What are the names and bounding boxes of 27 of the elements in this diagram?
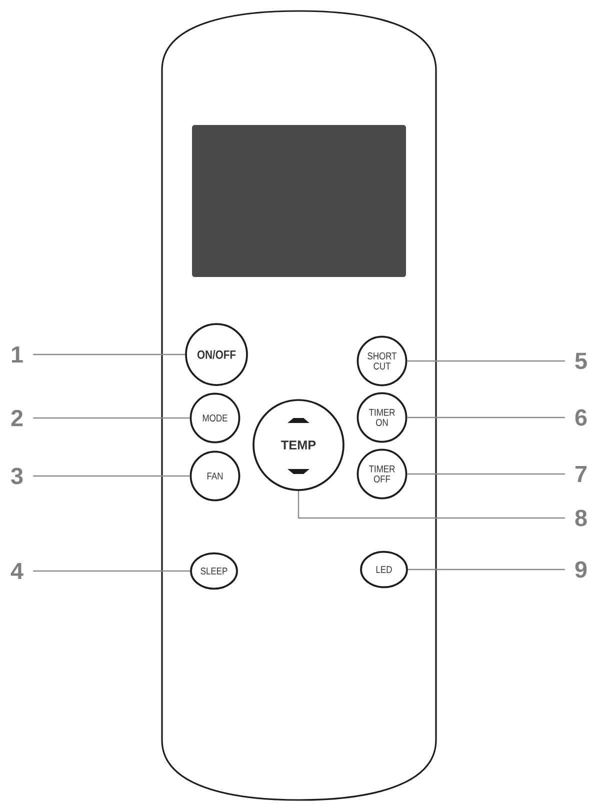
leader-line [408, 568, 565, 570]
leader-line [407, 360, 565, 362]
round-button: TIMER OFF [356, 448, 408, 500]
round-button: TEMP [252, 399, 344, 491]
oval-button: SLEEP [190, 552, 238, 590]
callout-number: 8 [575, 510, 587, 526]
callout-number: 7 [576, 466, 586, 482]
callout-number: 1 [12, 346, 23, 363]
leader-line [407, 473, 565, 475]
round-button: ON/OFF [185, 323, 248, 386]
round-button: MODE [190, 392, 240, 444]
leader-line [33, 475, 190, 477]
callout-number: 3 [11, 468, 23, 484]
callout-number: 5 [575, 352, 587, 370]
leader-line [33, 417, 190, 419]
leader-line [33, 354, 186, 356]
callout-number: 2 [11, 410, 23, 426]
leader-line [33, 570, 190, 572]
leader-line [298, 490, 565, 519]
leader-line [407, 416, 565, 418]
callout-number: 4 [10, 562, 24, 580]
round-button: FAN [190, 450, 240, 502]
callout-number: 9 [575, 561, 587, 578]
oval-button: LED [360, 550, 408, 588]
callout-number: 6 [575, 409, 587, 426]
round-button: TIMER ON [356, 392, 408, 443]
round-button: SHORT CUT [356, 336, 408, 386]
